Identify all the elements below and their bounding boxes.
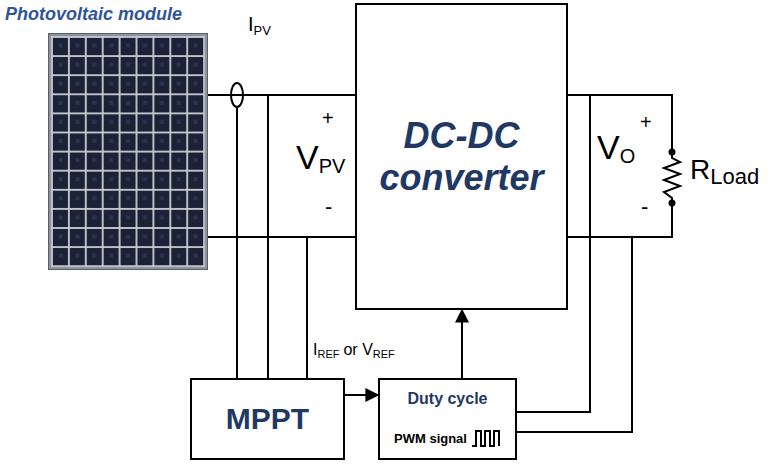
connector <box>208 94 355 96</box>
converter-box: DC-DC converter <box>355 3 568 310</box>
sense-wire <box>306 237 308 378</box>
pv-module: Photovoltaic module <box>48 33 208 270</box>
connector <box>345 394 378 396</box>
signal-label: PV <box>319 156 346 176</box>
connector <box>208 236 355 238</box>
output-wire <box>568 205 672 237</box>
box-title: Duty cycle <box>407 390 487 408</box>
solar-panel-illustration <box>48 33 208 270</box>
signal-label: PWM signal <box>394 431 467 446</box>
signal-label: REF <box>373 349 395 360</box>
signal-label: V <box>597 130 620 164</box>
signal-label: I <box>313 342 317 358</box>
signal-label: O <box>620 146 636 166</box>
box-title: DC-DC converter <box>357 115 566 198</box>
terminal-dot <box>669 200 676 207</box>
sense-wire <box>236 107 238 378</box>
signal-label: + <box>322 108 334 128</box>
signal-row: PWM signal <box>394 428 501 448</box>
signal-label: REF <box>317 349 339 360</box>
duty-cycle-box: Duty cyclePWM signal <box>378 378 517 460</box>
signal-label: - <box>325 196 332 218</box>
mppt-box: MPPT <box>190 378 345 460</box>
signal-label: + <box>640 112 652 132</box>
terminal-dot <box>669 149 676 156</box>
signal-label: or V <box>343 342 372 358</box>
connector <box>461 310 463 378</box>
resistor-symbol <box>664 152 680 203</box>
output-wire <box>568 95 672 150</box>
signal-label: I <box>248 14 254 34</box>
signal-label: R <box>690 156 710 184</box>
signal-label: Load <box>710 166 759 188</box>
pwm-waveform-icon <box>471 428 501 448</box>
signal-label: PV <box>254 24 271 37</box>
panel-heading: Photovoltaic module <box>5 4 182 25</box>
signal-label: V <box>296 140 319 174</box>
box-title: MPPT <box>218 402 317 437</box>
signal-label: - <box>641 196 648 218</box>
